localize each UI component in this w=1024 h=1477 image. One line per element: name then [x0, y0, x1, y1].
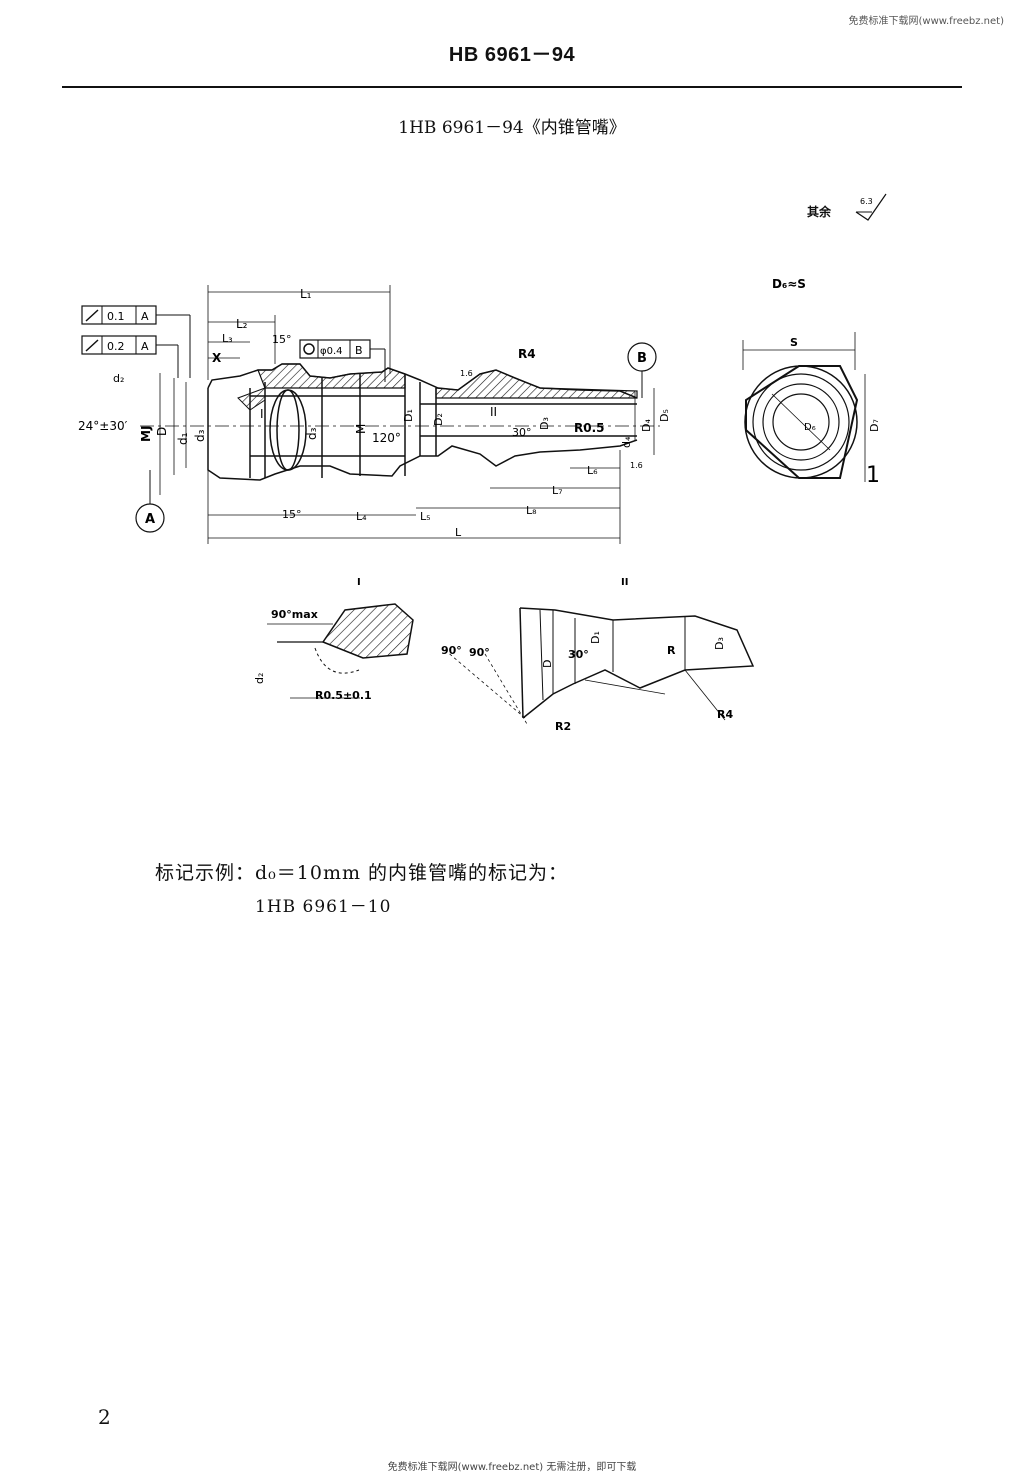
detail-I-drawing: I 90°max R0.5±0.1 d₂ [253, 577, 414, 702]
label-L4: L₄ [356, 510, 367, 523]
label-L5: L₅ [420, 510, 431, 523]
label-d3-main: d₃ [193, 429, 207, 442]
detail-II-drawing: II 90° 90° 30° D D₁ D₃ R R2 R4 [441, 577, 755, 733]
pos-value: φ0.4 [320, 346, 343, 357]
detail-II-D3: D₃ [713, 637, 726, 650]
detail-I-radius: R0.5±0.1 [315, 689, 372, 702]
label-R05: R0.5 [574, 421, 605, 435]
detail-II-D: D [541, 660, 554, 668]
hex-marker: 1 [866, 463, 880, 488]
label-d3: d₃ [305, 427, 319, 440]
label-angle-24: 24°±30′ [78, 419, 128, 433]
hex-label-D6: D₆ [804, 422, 816, 433]
label-M: M [354, 424, 368, 434]
hex-label-D7: D₇ [868, 419, 881, 432]
label-D4: D₄ [640, 419, 653, 432]
label-R4-main: R4 [518, 347, 536, 361]
label-detail-I: I [260, 407, 264, 421]
label-D1: D₁ [402, 409, 415, 422]
pos-ref: B [355, 344, 363, 357]
label-angle-120: 120° [372, 431, 401, 445]
watermark-bottom: 免费标准下载网(www.freebz.net) 无需注册，即可下载 [387, 1462, 637, 1473]
label-L1: L₁ [300, 287, 312, 301]
fcf2-ref: A [141, 340, 149, 353]
label-X: X [212, 351, 222, 365]
detail-II-angle-c: 30° [568, 648, 589, 661]
position-symbol-icon [303, 343, 315, 355]
header-rule [62, 86, 962, 88]
label-d4: d₄ [620, 436, 633, 448]
roughness-value: 6.3 [860, 197, 873, 206]
marking-example-line1: 标记示例：d₀＝10mm 的内锥管嘴的标记为： [155, 862, 569, 884]
label-d2-main: d₂ [113, 372, 124, 385]
watermark-top: 免费标准下载网(www.freebz.net) [848, 16, 1004, 27]
detail-II-angle-b: 90° [469, 646, 490, 659]
hex-label-S: S [790, 336, 798, 349]
roughness-symbol-icon: 6.3 [855, 193, 887, 221]
label-D2: D₂ [432, 413, 445, 426]
hex-view-title: D₆≈S [772, 277, 806, 291]
label-L7: L₇ [552, 484, 563, 497]
label-D3: D₃ [538, 417, 551, 430]
label-angle-15-top: 15° [272, 333, 292, 346]
label-L2: L₂ [236, 317, 248, 331]
detail-II-angle-a: 90° [441, 644, 462, 657]
label-L3: L₃ [222, 332, 233, 345]
label-L8: L₈ [526, 504, 537, 517]
label-roughness-16b: 1.6 [630, 461, 643, 470]
label-L: L [455, 526, 462, 539]
label-roughness-16: 1.6 [460, 369, 473, 378]
label-D5: D₅ [658, 409, 671, 422]
fcf2-value: 0.2 [107, 340, 125, 353]
label-angle-30: 30° [512, 426, 532, 439]
detail-I-angle: 90°max [271, 608, 318, 621]
roughness-label: 其余 [807, 205, 832, 219]
fcf1-value: 0.1 [107, 310, 125, 323]
detail-II-D1: D₁ [589, 631, 602, 644]
document-title: 1HB 6961－94《内锥管嘴》 [398, 118, 626, 138]
detail-I-title: I [357, 577, 361, 588]
datum-a-label: A [145, 512, 155, 527]
label-MJ: MJ [139, 426, 153, 442]
datum-b-label: B [637, 351, 647, 366]
marking-example-line2: 1HB 6961－10 [255, 897, 392, 917]
label-detail-II: II [490, 405, 497, 419]
detail-II-R: R [667, 644, 676, 657]
detail-II-R4: R4 [717, 708, 733, 721]
fcf1-ref: A [141, 310, 149, 323]
label-L6: L₆ [587, 464, 598, 477]
detail-II-title: II [621, 577, 628, 588]
label-angle-15-bottom: 15° [282, 508, 302, 521]
label-D-main: D [155, 427, 169, 436]
standard-number-header: HB 6961－94 [448, 44, 576, 66]
detail-I-d2: d₂ [253, 673, 266, 684]
page-number: 2 [98, 1405, 111, 1429]
detail-II-R2: R2 [555, 720, 571, 733]
label-d1: d₁ [176, 432, 190, 445]
main-technical-drawing: A B 0.1 A 0.2 A φ0.4 B L₁ L₂ L₃ X 15° 24… [78, 277, 881, 544]
